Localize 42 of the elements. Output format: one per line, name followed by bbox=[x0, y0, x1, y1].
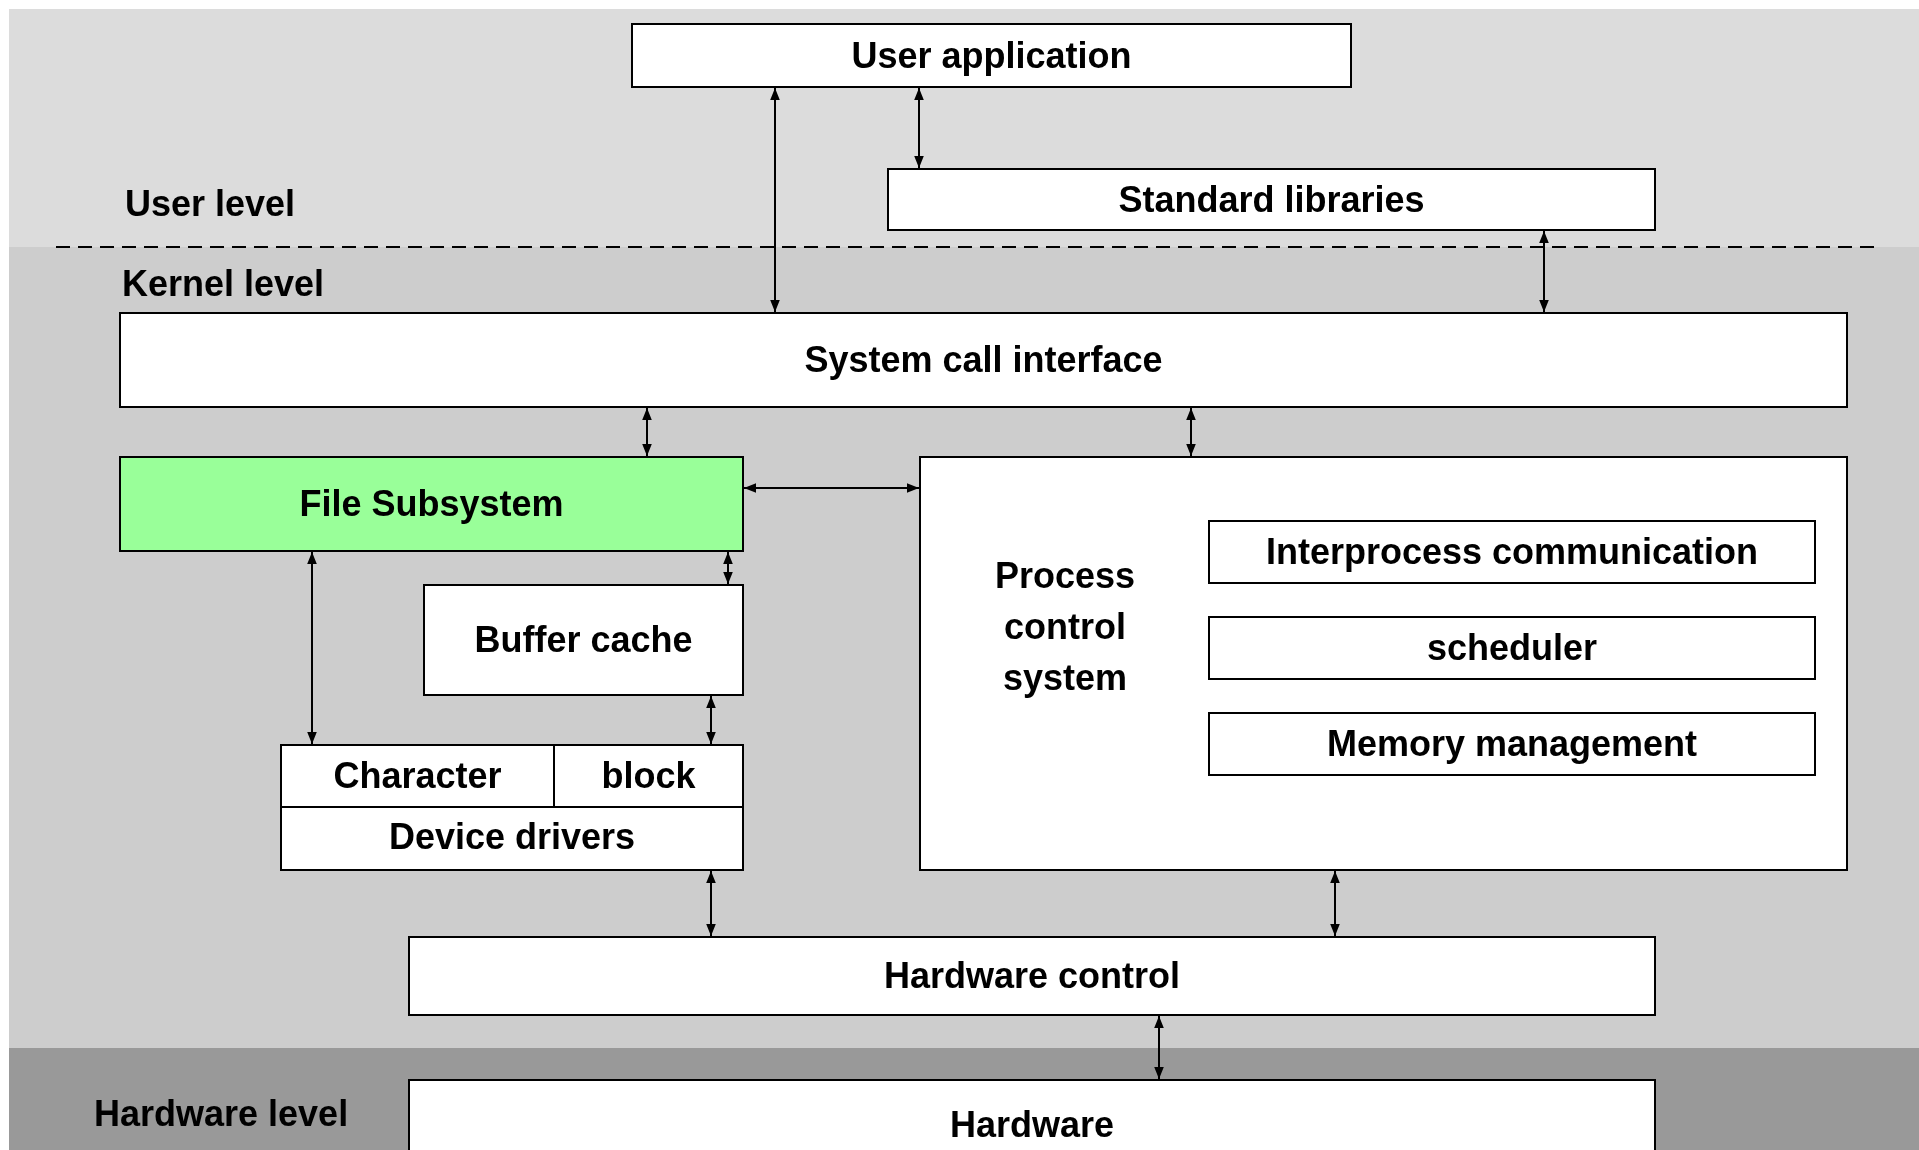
component-label: Hardware bbox=[949, 1102, 1115, 1147]
component-label: Interprocess communication bbox=[1265, 530, 1759, 574]
component-box bbox=[887, 168, 1656, 231]
component-label: System call interface bbox=[804, 338, 1163, 382]
double-arrow bbox=[307, 551, 317, 745]
component-box bbox=[423, 584, 744, 696]
double-arrow bbox=[1154, 1015, 1164, 1080]
double-arrow bbox=[743, 483, 920, 493]
component-box bbox=[1208, 520, 1816, 584]
component-label: scheduler bbox=[1426, 626, 1598, 670]
component-box bbox=[631, 23, 1352, 88]
double-arrow bbox=[706, 870, 716, 937]
component-label: Buffer cache bbox=[474, 618, 693, 662]
container-box bbox=[280, 744, 744, 871]
component-label: User application bbox=[851, 33, 1132, 78]
component-label: Process control system bbox=[993, 554, 1137, 700]
double-arrow bbox=[706, 695, 716, 745]
component-label: File Subsystem bbox=[299, 482, 564, 526]
double-arrow bbox=[914, 87, 924, 169]
component-label: Character bbox=[333, 754, 502, 798]
double-arrow bbox=[723, 551, 733, 585]
component-box bbox=[1208, 712, 1816, 776]
component-box bbox=[1208, 616, 1816, 680]
component-box bbox=[119, 456, 744, 552]
component-box bbox=[408, 1079, 1656, 1150]
double-arrow bbox=[770, 87, 780, 313]
container-box bbox=[919, 456, 1848, 871]
component-label: Device drivers bbox=[387, 815, 637, 859]
level-label: Hardware level bbox=[94, 1092, 349, 1136]
double-arrow bbox=[1330, 870, 1340, 937]
component-box bbox=[408, 936, 1656, 1016]
component-box bbox=[119, 312, 1848, 408]
double-arrow bbox=[1539, 230, 1549, 313]
double-arrow bbox=[1186, 407, 1196, 457]
component-label: Standard libraries bbox=[1118, 177, 1425, 222]
component-label: Hardware control bbox=[883, 954, 1181, 998]
level-label: User level bbox=[125, 182, 296, 226]
component-box bbox=[553, 744, 744, 808]
component-label: Memory management bbox=[1326, 722, 1698, 766]
component-label: block bbox=[601, 754, 696, 798]
level-label: Kernel level bbox=[122, 262, 325, 306]
double-arrow bbox=[642, 407, 652, 457]
